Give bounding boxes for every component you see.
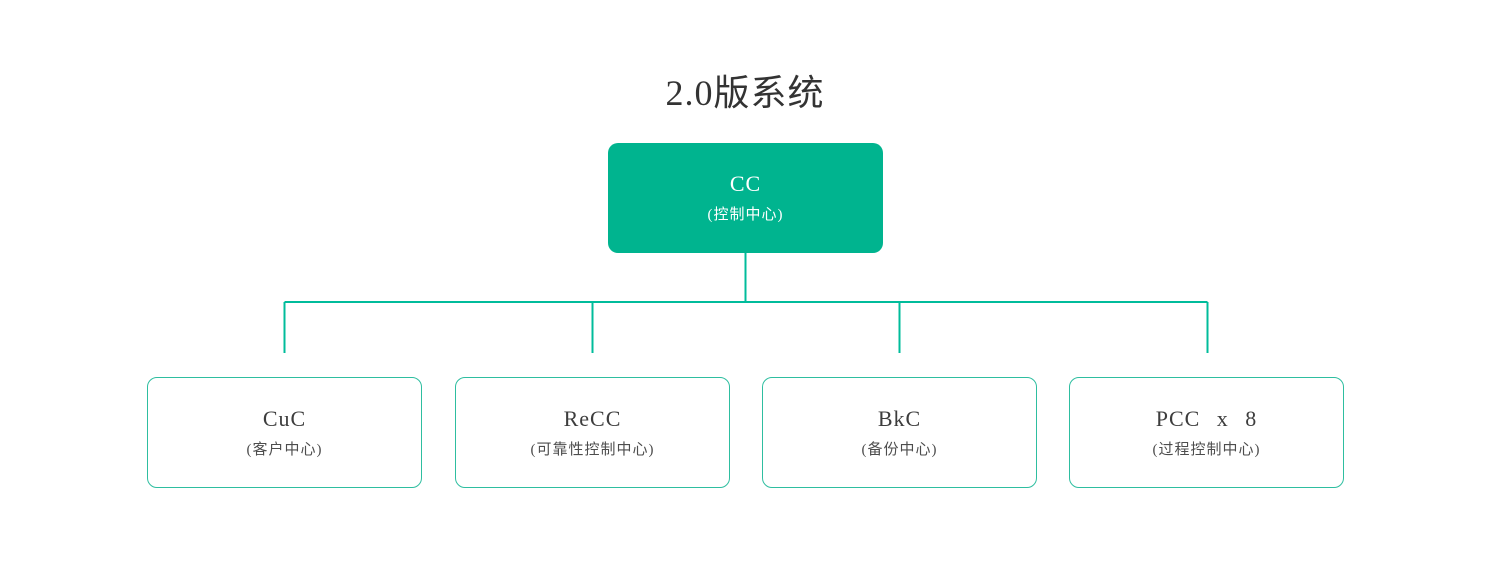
node-cuc[interactable]: CuC (客户中心) bbox=[147, 377, 422, 488]
node-recc[interactable]: ReCC (可靠性控制中心) bbox=[455, 377, 730, 488]
node-cc[interactable]: CC (控制中心) bbox=[608, 143, 883, 253]
node-cc-label: CC bbox=[729, 171, 762, 196]
node-pcc-sublabel: (过程控制中心) bbox=[1152, 441, 1261, 458]
node-bkc[interactable]: BkC (备份中心) bbox=[762, 377, 1037, 488]
node-pcc[interactable]: PCC x 8 (过程控制中心) bbox=[1069, 377, 1344, 488]
page-title: 2.0版系统 bbox=[665, 73, 825, 113]
node-cuc-label: CuC bbox=[262, 405, 307, 431]
node-recc-label: ReCC bbox=[563, 405, 622, 431]
node-cuc-sublabel: (客户中心) bbox=[246, 441, 323, 458]
node-pcc-label: PCC x 8 bbox=[1155, 405, 1258, 431]
node-bkc-sublabel: (备份中心) bbox=[861, 441, 938, 458]
node-recc-sublabel: (可靠性控制中心) bbox=[530, 441, 655, 458]
node-bkc-label: BkC bbox=[877, 405, 922, 431]
node-cc-sublabel: (控制中心) bbox=[707, 207, 784, 223]
